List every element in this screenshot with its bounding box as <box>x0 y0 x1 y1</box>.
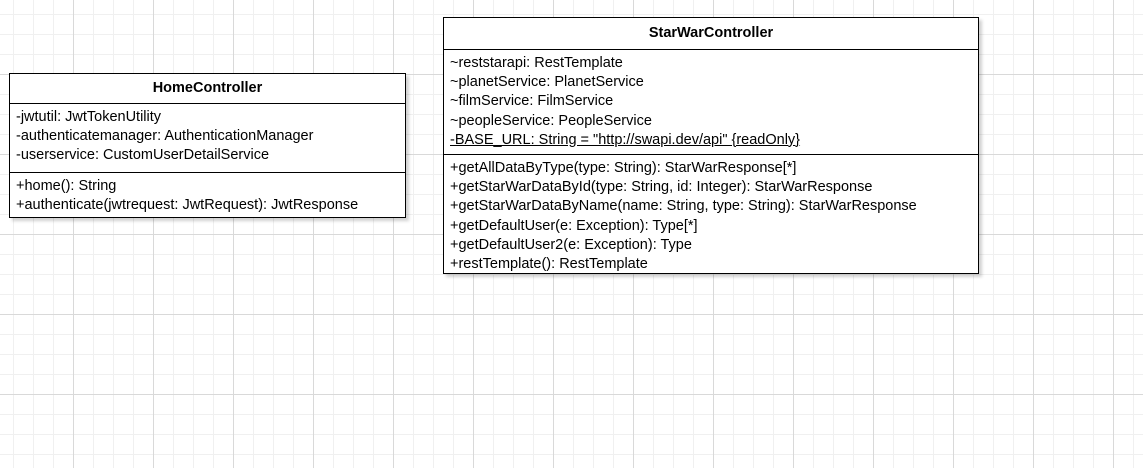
attribute: -authenticatemanager: AuthenticationMana… <box>16 128 314 145</box>
class-name: StarWarController <box>444 18 978 50</box>
attributes-section: -jwtutil: JwtTokenUtility -authenticatem… <box>10 104 405 172</box>
class-starwar-controller[interactable]: StarWarController ~reststarapi: RestTemp… <box>443 17 979 274</box>
attributes-section: ~reststarapi: RestTemplate ~planetServic… <box>444 50 978 154</box>
method: +getStarWarDataByName(name: String, type… <box>450 198 917 215</box>
attribute: -jwtutil: JwtTokenUtility <box>16 109 162 125</box>
method: +getStarWarDataById(type: String, id: In… <box>450 179 873 196</box>
method: +restTemplate(): RestTemplate <box>450 256 648 273</box>
attribute: ~peopleService: PeopleService <box>450 112 652 129</box>
class-home-controller[interactable]: HomeController -jwtutil: JwtTokenUtility… <box>9 73 406 218</box>
attribute: ~reststarapi: RestTemplate <box>450 55 623 71</box>
method: +authenticate(jwtrequest: JwtRequest): J… <box>16 197 359 214</box>
method: +getDefaultUser2(e: Exception): Type <box>450 236 692 253</box>
methods-section: +home(): String +authenticate(jwtrequest… <box>10 172 405 218</box>
attribute: ~filmService: FilmService <box>450 93 614 110</box>
methods-section: +getAllDataByType(type: String): StarWar… <box>444 154 978 277</box>
method: +getDefaultUser(e: Exception): Type[*] <box>450 217 698 234</box>
class-name: HomeController <box>10 74 405 104</box>
method: +getAllDataByType(type: String): StarWar… <box>450 160 797 176</box>
attribute: -userservice: CustomUserDetailService <box>16 147 270 164</box>
method: +home(): String <box>16 178 117 194</box>
attribute: ~planetService: PlanetService <box>450 74 644 91</box>
static-attribute: -BASE_URL: String = "http://swapi.dev/ap… <box>450 131 801 148</box>
